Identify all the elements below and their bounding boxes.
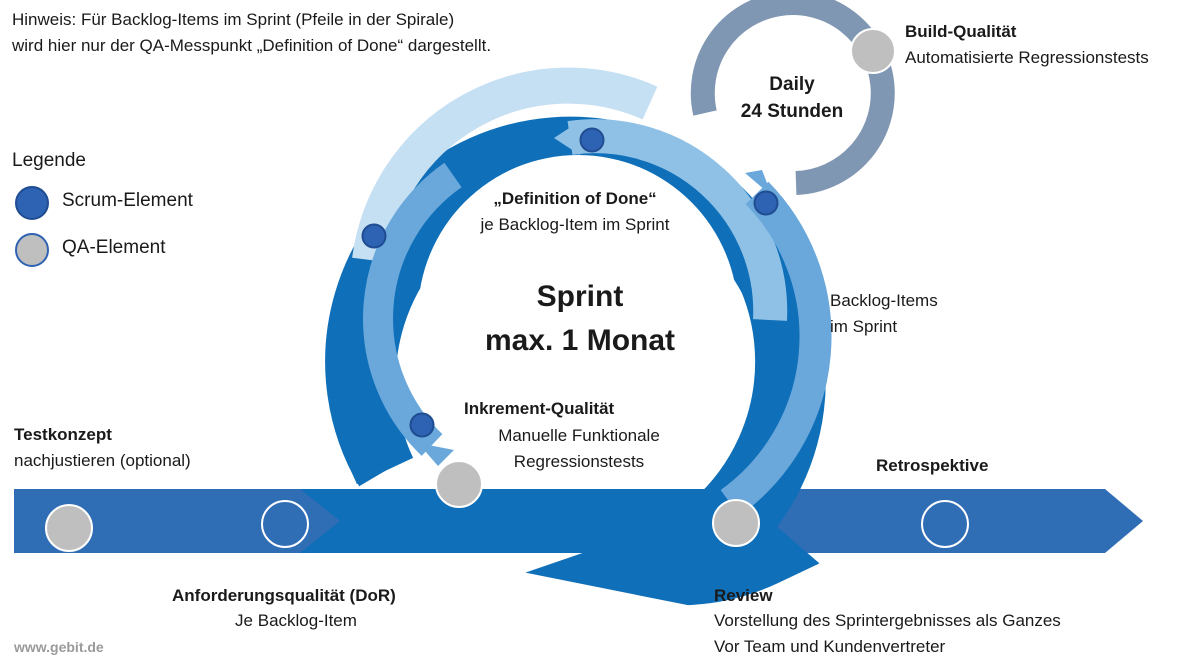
spiral-arrow-left bbox=[363, 162, 462, 456]
sprint-line-2: max. 1 Monat bbox=[484, 324, 676, 357]
review-title: Review bbox=[714, 586, 773, 605]
sprint-line-1: Sprint bbox=[536, 280, 624, 313]
dod-desc: je Backlog-Item im Sprint bbox=[480, 215, 670, 234]
dor-desc: Je Backlog-Item bbox=[235, 611, 357, 630]
legend-scrum-label: Scrum-Element bbox=[62, 190, 193, 211]
spiral-arrow-outer bbox=[352, 67, 658, 263]
daily-line-1: Daily bbox=[769, 74, 815, 95]
scrum-dot-top bbox=[579, 127, 605, 153]
sprint-center bbox=[418, 155, 738, 475]
increment-line-2: Regressionstests bbox=[513, 452, 645, 471]
testkonzept-title: Testkonzept bbox=[14, 425, 112, 444]
scrum-circle-retro bbox=[921, 500, 969, 548]
qa-dot-testkonzept bbox=[45, 504, 93, 552]
scrum-dot-right bbox=[753, 190, 779, 216]
qa-dot-increment bbox=[435, 460, 483, 508]
build-desc: Automatisierte Regressionstests bbox=[905, 48, 1149, 67]
spiral-arrow-mid bbox=[567, 119, 788, 321]
increment-title: Inkrement-Qualität bbox=[464, 399, 615, 418]
daily-line-2: 24 Stunden bbox=[740, 101, 844, 122]
dod-title: „Definition of Done“ bbox=[493, 189, 657, 208]
sprint-title: Sprint max. 1 Monat bbox=[478, 275, 682, 363]
dor-title: Anforderungsqualität (DoR) bbox=[172, 586, 396, 605]
review-line-2: Vor Team und Kundenvertreter bbox=[714, 637, 946, 656]
review-line-1: Vorstellung des Sprintergebnisses als Ga… bbox=[714, 611, 1061, 630]
arrow-segment-testkonzept bbox=[14, 489, 340, 553]
legend-title: Legende bbox=[12, 150, 86, 171]
legend-qa-marker bbox=[15, 233, 49, 267]
legend-qa-label: QA-Element bbox=[62, 237, 166, 258]
backlog-line-2: im Sprint bbox=[830, 317, 898, 336]
increment-line-1: Manuelle Funktionale bbox=[498, 426, 660, 445]
spiral-arrow-right-head bbox=[745, 170, 772, 196]
note-line-2: wird hier nur der QA-Messpunkt „Definiti… bbox=[12, 36, 492, 55]
footer-url: www.gebit.de bbox=[14, 639, 104, 655]
qa-dot-review bbox=[712, 499, 760, 547]
scrum-dot-outer bbox=[361, 223, 387, 249]
daily-arc bbox=[690, 0, 895, 195]
build-title: Build-Qualität bbox=[905, 22, 1017, 41]
testkonzept-desc: nachjustieren (optional) bbox=[14, 451, 191, 470]
legend-scrum-marker bbox=[15, 186, 49, 220]
note-line-1: Hinweis: Für Backlog-Items im Sprint (Pf… bbox=[12, 10, 455, 29]
spiral-arrow-mid-head bbox=[554, 121, 580, 155]
daily-label: Daily 24 Stunden bbox=[722, 71, 862, 125]
qa-dot-build bbox=[850, 28, 896, 74]
spiral-arrow-right bbox=[720, 181, 832, 516]
retro-title: Retrospektive bbox=[876, 456, 989, 475]
scrum-circle-dor bbox=[261, 500, 309, 548]
backlog-line-1: Backlog-Items bbox=[830, 291, 938, 310]
spiral-arrow-left-head bbox=[418, 443, 454, 466]
scrum-dot-left bbox=[409, 412, 435, 438]
